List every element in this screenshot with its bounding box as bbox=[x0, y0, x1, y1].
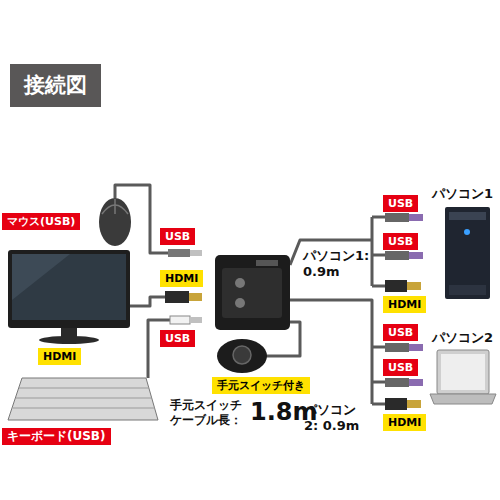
red-tag: USB bbox=[160, 228, 195, 245]
hdmi-plug bbox=[165, 291, 189, 303]
mouse bbox=[99, 198, 131, 246]
text-label: 手元スイッチ ケーブル長： bbox=[170, 398, 250, 428]
yellow-tag: HDMI bbox=[38, 348, 81, 365]
yellow-tag: HDMI bbox=[383, 414, 426, 431]
tag-text: キーボード(USB) bbox=[7, 429, 106, 444]
red-tag: USB bbox=[383, 324, 418, 341]
tag-text: USB bbox=[388, 196, 413, 211]
red-tag: USB bbox=[383, 195, 418, 212]
monitor-cable bbox=[130, 297, 165, 306]
red-tag: USB bbox=[383, 359, 418, 376]
text-label: パソコン1: 0.9m bbox=[303, 248, 371, 281]
title-box: 接続図 bbox=[10, 64, 101, 107]
text-label: パソコン1 bbox=[432, 186, 493, 202]
yellow-tag: 手元スイッチ付き bbox=[212, 377, 310, 394]
text-label: パソコン2 bbox=[432, 330, 493, 346]
hand-switch bbox=[217, 339, 267, 373]
tag-text: HDMI bbox=[388, 297, 421, 312]
tag-text: HDMI bbox=[388, 415, 421, 430]
tag-text: USB bbox=[388, 325, 413, 340]
laptop-pc bbox=[437, 350, 489, 394]
red-tag: キーボード(USB) bbox=[2, 428, 111, 445]
monitor bbox=[8, 250, 130, 328]
kvm-switch bbox=[215, 255, 290, 330]
title-text: 接続図 bbox=[24, 73, 87, 97]
usb-plug bbox=[170, 316, 190, 324]
tag-text: HDMI bbox=[43, 349, 76, 364]
tag-text: USB bbox=[165, 229, 190, 244]
tag-text: USB bbox=[388, 234, 413, 249]
keyboard-cable bbox=[148, 320, 170, 378]
red-tag: マウス(USB) bbox=[2, 213, 80, 230]
pc2-plugs bbox=[385, 343, 423, 410]
tag-text: HDMI bbox=[165, 271, 198, 286]
usb-plug bbox=[168, 249, 190, 257]
desktop-pc bbox=[445, 207, 490, 299]
keyboard bbox=[8, 378, 158, 420]
pc1-plugs bbox=[385, 213, 423, 292]
tag-text: 手元スイッチ付き bbox=[217, 378, 305, 393]
red-tag: USB bbox=[383, 233, 418, 250]
yellow-tag: HDMI bbox=[160, 270, 203, 287]
text-label: 1.8m bbox=[250, 397, 318, 427]
tag-text: USB bbox=[388, 360, 413, 375]
yellow-tag: HDMI bbox=[383, 296, 426, 313]
tag-text: USB bbox=[165, 331, 190, 346]
tag-text: マウス(USB) bbox=[7, 214, 75, 229]
red-tag: USB bbox=[160, 330, 195, 347]
pc1-cable bbox=[290, 217, 385, 286]
